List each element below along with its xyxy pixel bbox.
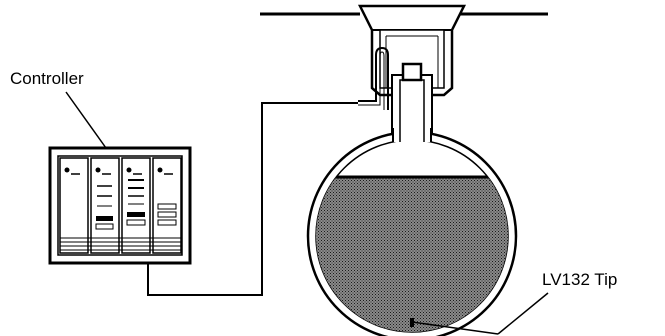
liquid-level: [316, 175, 508, 332]
controller-panel: [48, 146, 192, 265]
sensor-conduit: [358, 46, 389, 110]
tip-label-leader: [497, 292, 549, 335]
controller-leader-line: [65, 91, 107, 149]
controller-module-1: [59, 157, 89, 254]
sensor-cable: [147, 102, 358, 296]
tip-label: LV132 Tip: [542, 270, 617, 289]
tip-leader-line: [411, 321, 499, 335]
controller-label: Controller: [10, 69, 84, 88]
controller-module-3: [121, 157, 151, 254]
